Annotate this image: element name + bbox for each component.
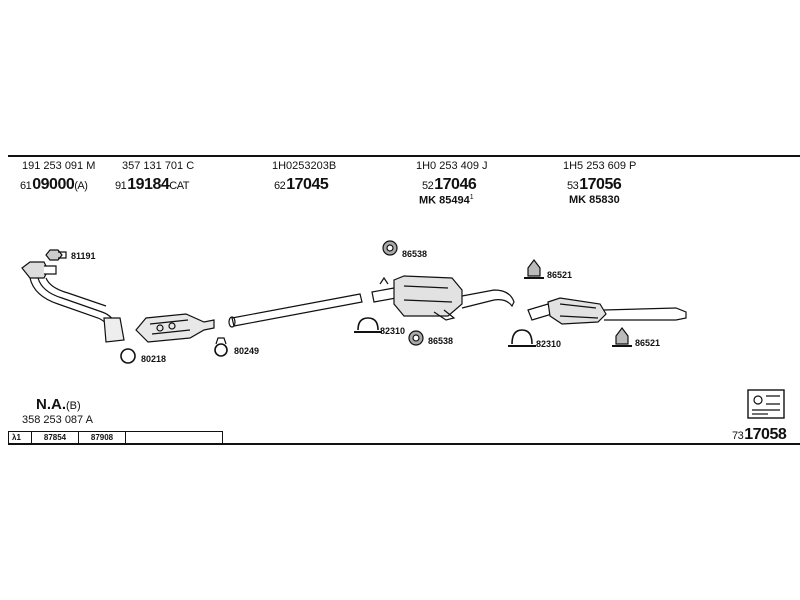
hanger-icon-86521-b	[612, 327, 632, 347]
u-clamp-icon-82310-a	[354, 317, 382, 333]
label-81191: 81191	[71, 251, 96, 261]
part-number-3: 6217045	[274, 176, 329, 193]
kit-number: 7317058	[732, 426, 787, 443]
front-pipe-drawing	[21, 261, 125, 343]
rubber-mount-icon-86538-a	[382, 240, 398, 256]
bottom-divider	[8, 443, 800, 445]
oe-number-2: 357 131 701 C	[122, 160, 195, 172]
label-80218: 80218	[141, 354, 167, 364]
intermediate-pipe-drawing	[231, 293, 363, 327]
na-oe-number: 358 253 087 A	[22, 414, 93, 426]
oe-number-3: 1H0253203B	[272, 160, 337, 172]
rubber-mount-icon-86538-b	[408, 330, 424, 346]
mk-number-4: MK 854941	[419, 194, 474, 207]
u-clamp-icon-82310-b	[508, 329, 536, 347]
catalyst-drawing	[135, 313, 215, 343]
center-silencer-drawing	[371, 275, 515, 321]
lambda-cell-2: 87908	[79, 432, 126, 444]
top-divider	[8, 155, 800, 157]
part-number-5: 5317056	[567, 176, 622, 193]
label-86521-a: 86521	[547, 270, 573, 280]
lambda-sensor-table: λ1 87854 87908	[8, 431, 223, 445]
part-number-4: 5217046	[422, 176, 477, 193]
label-86538-b: 86538	[428, 336, 454, 346]
rear-silencer-drawing	[527, 297, 687, 325]
label-82310-a: 82310	[380, 326, 406, 336]
lambda-cell-1: 87854	[32, 432, 79, 444]
label-86538-a: 86538	[402, 249, 428, 259]
lambda-symbol: λ1	[9, 432, 32, 444]
oe-number-1: 191 253 091 M	[22, 160, 96, 172]
mk-number-5: MK 85830	[569, 194, 620, 206]
part-number-2: 9119184CAT	[115, 176, 189, 193]
lambda-cell-empty	[126, 432, 222, 444]
clamp-icon-80249	[214, 337, 228, 357]
oe-number-5: 1H5 253 609 P	[563, 160, 637, 172]
label-80249: 80249	[234, 346, 260, 356]
kit-box-icon	[747, 389, 785, 419]
flange-icon-81191	[45, 249, 67, 261]
label-86521-b: 86521	[635, 338, 661, 348]
hanger-icon-86521-a	[524, 259, 544, 279]
oe-number-4: 1H0 253 409 J	[416, 160, 488, 172]
part-number-1: 6109000(A)	[20, 176, 88, 193]
gasket-icon-80218	[120, 348, 136, 364]
label-82310-b: 82310	[536, 339, 562, 349]
na-label: N.A.(B)	[36, 396, 81, 413]
